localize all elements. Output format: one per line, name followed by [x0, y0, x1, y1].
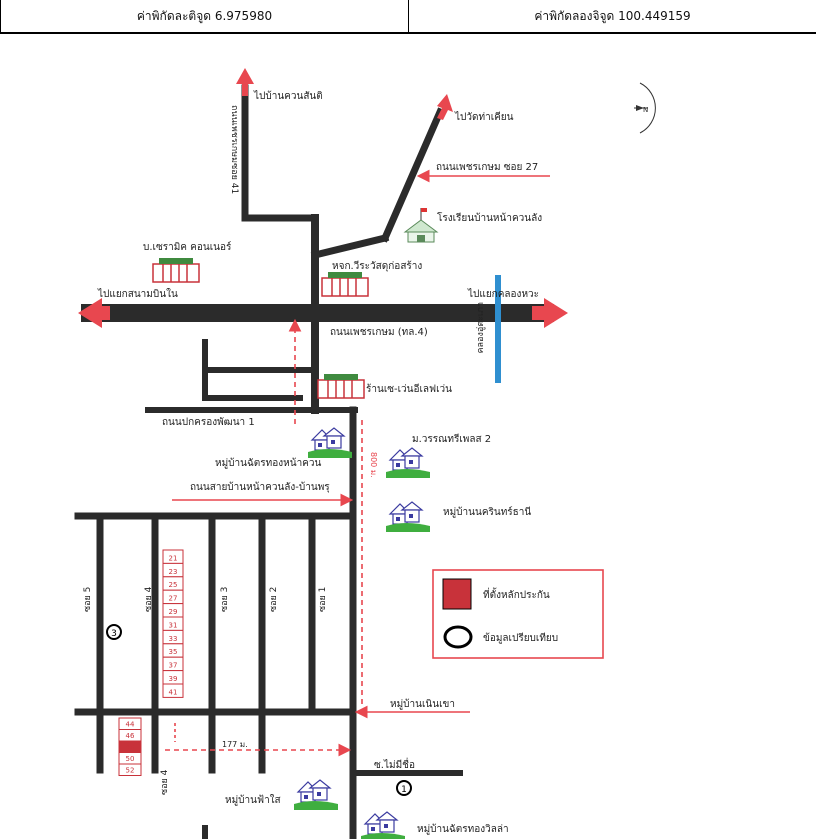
- label-nakharin: หมู่บ้านนครินทร์ธานี: [443, 506, 531, 518]
- comparison-marker-1: 1: [396, 780, 412, 796]
- label-soi5: ซอย 5: [83, 587, 93, 612]
- label-hjk: หจก.วีระวัสดุก่อสร้าง: [332, 260, 422, 272]
- latitude-cell: ค่าพิกัดละติจูด 6.975980: [0, 0, 409, 32]
- arrow-north-soi41: [236, 68, 254, 96]
- lot-box: [118, 763, 142, 776]
- comparison-legend-label: ข้อมูลเปรียบเทียบ: [483, 632, 558, 644]
- label-chattong: หมู่บ้านฉัตรทองหน้าควน: [215, 457, 321, 469]
- label-worranthi: ม.วรรณทรีเพลส 2: [412, 433, 491, 445]
- label-177m: 177 ม.: [222, 740, 248, 749]
- arrow-east: [532, 298, 568, 328]
- lot-number: 23: [169, 568, 178, 576]
- label-soi2: ซอย 2: [269, 587, 279, 612]
- label-ceramic: บ.เซรามิค คอนเนอร์: [143, 241, 232, 253]
- village-house-icon: [293, 779, 339, 811]
- lot-number: 29: [169, 608, 178, 616]
- lot-number: 44: [126, 721, 135, 729]
- label-sai-road: ถนนสายบ้านหน้าควนลัง-บ้านพรุ: [190, 481, 330, 493]
- lot-number: 39: [169, 675, 178, 683]
- label-pokkhrong: ถนนปกครองพัฒนา 1: [162, 417, 255, 428]
- lot-number: 25: [169, 581, 178, 589]
- village-house-icon: [385, 447, 431, 479]
- lot-number: 35: [169, 648, 178, 656]
- label-chattong-villa: หมู่บ้านฉัตรทองวิลล่า: [417, 823, 509, 835]
- collateral-legend-label: ที่ตั้งหลักประกัน: [483, 587, 550, 601]
- label-soi4: ซอย 4: [144, 586, 154, 612]
- village-house-icon: [307, 427, 353, 459]
- construction-store-icon: [321, 271, 369, 297]
- lot-number: 52: [126, 767, 135, 775]
- svg-text:3: 3: [111, 629, 117, 639]
- village-house-icon: [360, 811, 406, 839]
- label-soi3: ซอย 3: [220, 587, 230, 612]
- lot-number: 37: [169, 662, 178, 670]
- label-soi4-lower: ซอย 4: [160, 769, 170, 795]
- label-school: โรงเรียนบ้านหน้าควนลัง: [437, 211, 542, 224]
- arrow-north-soi27: [437, 94, 453, 120]
- collateral-legend-swatch: [442, 578, 472, 610]
- lot-number: 50: [126, 755, 135, 763]
- compass-icon: [634, 82, 656, 134]
- label-fa-sai: หมู่บ้านฟ้าใส: [225, 794, 281, 806]
- road-loop: [202, 339, 303, 401]
- lot-number: 33: [169, 635, 178, 643]
- label-petchkasem: ถนนเพชรเกษม (ทล.4): [330, 327, 428, 338]
- svg-text:1: 1: [401, 785, 407, 795]
- lot-column-lower: 44 46 48 50 52: [118, 717, 142, 776]
- coordinates-header: ค่าพิกัดละติจูด 6.975980 ค่าพิกัดลองจิจู…: [0, 0, 816, 34]
- lot-number: 21: [169, 554, 178, 562]
- longitude-cell: ค่าพิกัดลองจิจูด 100.449159: [534, 8, 691, 23]
- lot-number: 27: [169, 595, 178, 603]
- label-to-airport: ไปแยกสนามบินใน: [97, 288, 178, 300]
- label-to-wat: ไปวัดท่าเคียน: [454, 111, 514, 123]
- label-noen-sao: หมู่บ้านเนินเขา: [390, 698, 455, 710]
- label-canal: คลองอู่ตะเภา: [476, 302, 486, 353]
- label-soi1: ซอย 1: [318, 587, 328, 612]
- label-soi-no-name: ซ.ไม่มีชื่อ: [374, 757, 415, 771]
- label-compass-n: N: [643, 106, 648, 114]
- lot-number: 46: [126, 732, 135, 740]
- road-network: [74, 84, 554, 839]
- village-house-icon: [385, 501, 431, 533]
- arrow-west: [78, 298, 110, 328]
- map-legend: ที่ตั้งหลักประกัน ข้อมูลเปรียบเทียบ: [432, 569, 604, 659]
- lot-column-upper: 21 23 25 27 29 31 33 35 37 39 41: [162, 549, 184, 698]
- label-to-khuan-santi: ไปบ้านควนสันติ: [253, 90, 323, 102]
- comparison-marker-3: 3: [106, 624, 122, 640]
- label-800m: 800 ม.: [369, 452, 378, 478]
- lot-number: 48: [126, 744, 135, 752]
- seven-eleven-shop-icon: [317, 373, 365, 399]
- ceramic-corner-shop-icon: [152, 257, 200, 283]
- label-7-eleven: ร้านเซ-เว่นอีเลฟเว่น: [366, 383, 452, 395]
- lot-number: 31: [169, 621, 178, 629]
- label-soi41: ถนนเพชรเกษมซอย 41: [229, 105, 239, 194]
- comparison-legend-circle: [443, 625, 473, 649]
- lot-box: [162, 683, 184, 698]
- label-to-khlong-wa: ไปแยกคลองหวะ: [467, 288, 539, 300]
- road-soi27: [310, 233, 390, 260]
- school-icon: [403, 208, 439, 243]
- label-soi27: ถนนเพชรเกษม ซอย 27: [436, 162, 538, 173]
- lot-number: 41: [169, 688, 178, 696]
